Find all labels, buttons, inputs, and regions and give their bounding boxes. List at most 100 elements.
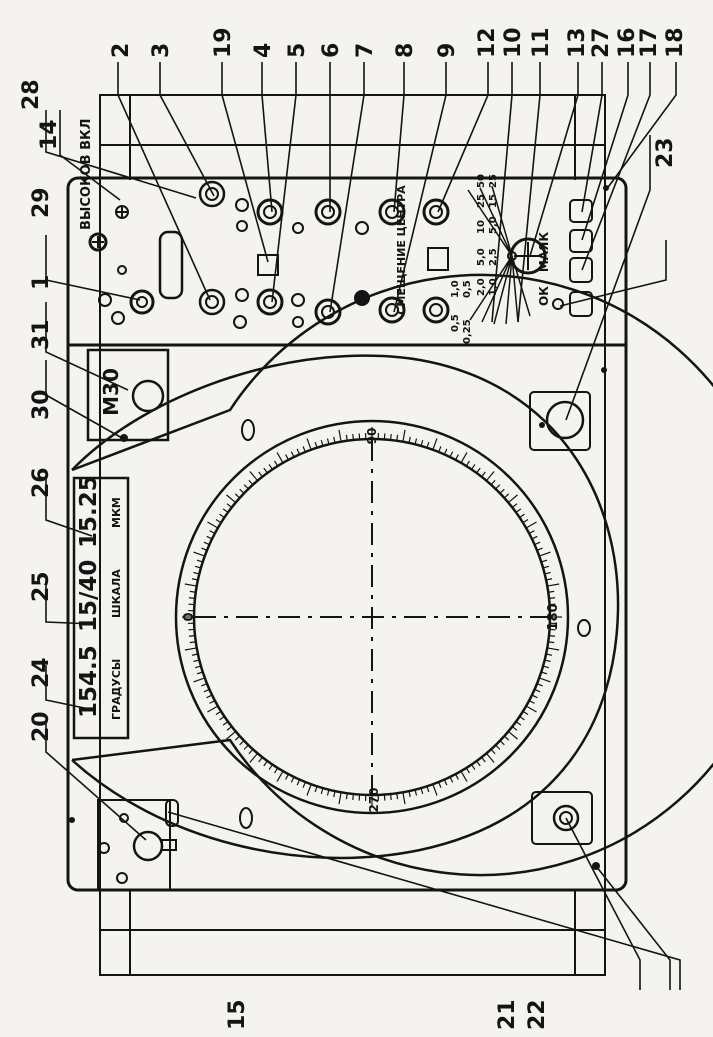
ok-label: ОК — [537, 286, 551, 306]
dial-tick — [536, 683, 543, 687]
dial-tick — [258, 756, 263, 763]
dial-tick — [503, 735, 510, 741]
dial-tick — [193, 571, 200, 575]
dial-tick — [548, 635, 556, 637]
callout-7: 7 — [353, 43, 378, 58]
dial-mark-90: 90 — [365, 428, 379, 445]
callout-17: 17 — [637, 27, 662, 58]
dial-tick — [226, 730, 237, 740]
callout-20: 20 — [29, 711, 54, 742]
callout-26: 26 — [29, 467, 54, 498]
callout-9: 9 — [435, 43, 460, 58]
dial-tick — [222, 508, 229, 513]
callout-2: 2 — [109, 43, 134, 58]
indicator-square-19 — [257, 254, 279, 276]
dial-tick — [201, 547, 208, 551]
dial-tick — [207, 705, 219, 713]
dial-tick — [226, 494, 237, 504]
dial-tick — [542, 665, 550, 669]
callout-29: 29 — [29, 187, 54, 218]
range-top-1: 1,0 — [450, 280, 461, 298]
dial-tick — [263, 760, 268, 767]
callout-27: 27 — [589, 27, 614, 58]
dial-tick — [545, 578, 553, 581]
callout-3: 3 — [149, 43, 174, 58]
dial-tick — [352, 793, 354, 801]
dial-tick — [515, 721, 522, 726]
dial-tick — [209, 700, 216, 704]
dial-tick — [396, 793, 399, 800]
high-voltage-switch-icon — [88, 232, 108, 252]
dial-tick — [239, 488, 245, 494]
dial-housing — [71, 273, 713, 877]
dial-tick — [285, 454, 289, 461]
dial-tick — [243, 484, 249, 490]
dial-tick — [460, 770, 468, 782]
readout-degrees-value: 154.5 — [76, 645, 102, 718]
dial-tick — [333, 436, 336, 444]
dial-tick — [320, 439, 324, 447]
dial-tick — [276, 770, 284, 782]
dial-tick — [490, 748, 496, 755]
dial-tick — [273, 767, 279, 774]
dial-tick — [268, 764, 273, 770]
dial-tick — [495, 744, 501, 750]
beacon-label: МАЯК — [537, 232, 551, 272]
dial-tick — [193, 677, 205, 683]
motor-window-label: М30 — [99, 368, 123, 416]
dial-tick — [544, 659, 551, 663]
dial-tick — [545, 653, 553, 656]
dial-tick — [302, 781, 306, 788]
bezel-3 — [176, 174, 196, 214]
callout-16: 16 — [615, 27, 640, 58]
dial-tick — [534, 688, 541, 693]
dial-mark-270: 270 — [367, 787, 381, 812]
callout-28: 28 — [19, 79, 44, 110]
dial-tick — [207, 521, 219, 529]
callout-5: 5 — [285, 43, 310, 58]
dial-tick — [234, 493, 241, 499]
dial-tick — [531, 535, 538, 540]
dial-tick — [219, 716, 225, 721]
dial-tick — [522, 710, 529, 716]
range-bottom-6: 25 — [488, 174, 499, 188]
dial-tick — [206, 535, 213, 540]
range-top-3: 5,0 — [476, 248, 487, 266]
dial-tick — [402, 429, 406, 442]
callout-15: 15 — [225, 999, 250, 1030]
dial-tick — [499, 740, 505, 746]
dial-tick — [519, 513, 525, 518]
dial-tick — [248, 479, 254, 486]
callout-31: 31 — [29, 319, 54, 350]
dial-mark-0: 0 — [182, 612, 197, 621]
dial-tick — [194, 665, 202, 669]
range-bottom-4: 5,0 — [488, 216, 499, 234]
dial-tick — [345, 434, 348, 441]
dial-tick — [226, 726, 233, 731]
dial-tick — [191, 578, 199, 581]
range-top-6: 50 — [476, 174, 487, 188]
dial-tick — [432, 438, 438, 450]
dial-tick — [203, 541, 210, 546]
dial-tick — [243, 744, 249, 750]
dial-tick — [268, 464, 273, 470]
range-bottom-1: 0,5 — [462, 280, 473, 298]
callout-13: 13 — [565, 27, 590, 58]
dial-tick — [544, 571, 551, 575]
bezel-2 — [176, 282, 196, 322]
dial-tick — [285, 773, 289, 780]
dial-tick — [306, 784, 312, 796]
dial-tick — [209, 530, 216, 534]
dial-tick — [438, 446, 442, 453]
dial-tick — [189, 641, 196, 644]
leader-lines — [45, 62, 681, 990]
readout-window — [72, 476, 130, 740]
dial-tick — [302, 446, 306, 453]
dial-tick — [273, 460, 279, 467]
dial-tick — [522, 518, 529, 524]
dial-tick — [485, 471, 495, 482]
dial-tick — [206, 694, 213, 699]
dial-tick — [548, 597, 556, 599]
dial-tick — [515, 508, 522, 513]
